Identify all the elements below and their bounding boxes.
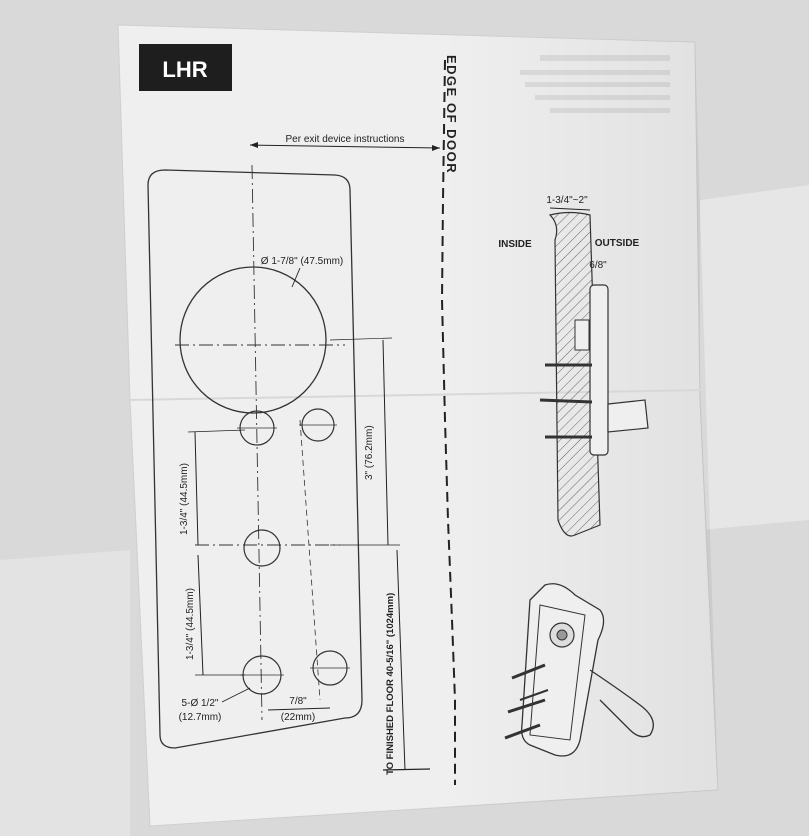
holes-leader [221, 687, 251, 703]
dim-3in-ext-top [329, 337, 393, 341]
outside-trim [589, 284, 609, 456]
bore-leader [291, 267, 301, 288]
door-thickness-label: 1-3/4"~2" [546, 195, 588, 206]
cylinder-core [556, 629, 568, 641]
finished-floor-line [396, 549, 406, 771]
per-exit-note: Per exit device instructions [286, 134, 405, 145]
per-exit-arrow-right [432, 145, 440, 151]
dim-horizontal-line [267, 707, 331, 711]
centerline-vertical [251, 164, 263, 721]
door-section [548, 211, 601, 537]
bore-hole [179, 266, 327, 414]
dim-3in-line [382, 339, 389, 546]
stud-4 [519, 689, 549, 701]
hole-middle [243, 529, 281, 567]
edge-of-door-line [440, 59, 456, 785]
background-card-left [0, 550, 130, 836]
edge-of-door-label: EDGE OF DOOR [444, 55, 459, 174]
background-card [700, 185, 809, 530]
centerline-right [299, 419, 321, 701]
spindle [539, 398, 593, 404]
per-exit-arrow-left [250, 142, 258, 148]
lower-spacing-label: 1-3/4" (44.5mm) [185, 588, 196, 660]
per-exit-dimension-line [249, 144, 441, 149]
bore-diameter-label: Ø 1-7/8" (47.5mm) [261, 256, 343, 267]
trim-inner [529, 604, 586, 741]
door-thickness-dim [549, 207, 591, 211]
trim-bracket [574, 319, 590, 351]
dim-ext-top [187, 429, 246, 433]
trim-template-outline [147, 169, 363, 749]
stud-2 [507, 698, 546, 714]
trim-body [521, 583, 605, 757]
lever-stub [607, 399, 649, 433]
door-side-view: 1-3/4"~2" INSIDE OUTSIDE 6/8" [498, 195, 649, 537]
lhr-badge: LHR [139, 44, 232, 91]
outside-label: OUTSIDE [595, 238, 640, 249]
paper-fold-line [127, 389, 706, 401]
vertical-3in-label: 3" (76.2mm) [364, 425, 375, 480]
horizontal-mm-label: (22mm) [281, 712, 315, 723]
upper-spacing-label: 1-3/4" (44.5mm) [179, 463, 190, 535]
holes-mm-label: (12.7mm) [179, 712, 222, 723]
stud-3 [504, 723, 541, 740]
horizontal-in-label: 7/8" [289, 696, 307, 707]
dim-upper-spacing-line [194, 431, 199, 546]
lhr-badge-label: LHR [162, 57, 207, 82]
lever-handle [589, 669, 654, 738]
trim-isometric-drawing [504, 583, 654, 757]
offset-label: 6/8" [589, 260, 607, 271]
finished-floor-label: TO FINISHED FLOOR 40-5/16" (1024mm) [385, 593, 396, 775]
dim-lower-spacing-line [197, 554, 204, 676]
inside-label: INSIDE [498, 239, 532, 250]
stud-1 [511, 663, 546, 680]
holes-count-label: 5-Ø 1/2" [182, 698, 219, 709]
bleed-through-text [520, 55, 670, 113]
finished-floor-baseline [382, 768, 431, 771]
